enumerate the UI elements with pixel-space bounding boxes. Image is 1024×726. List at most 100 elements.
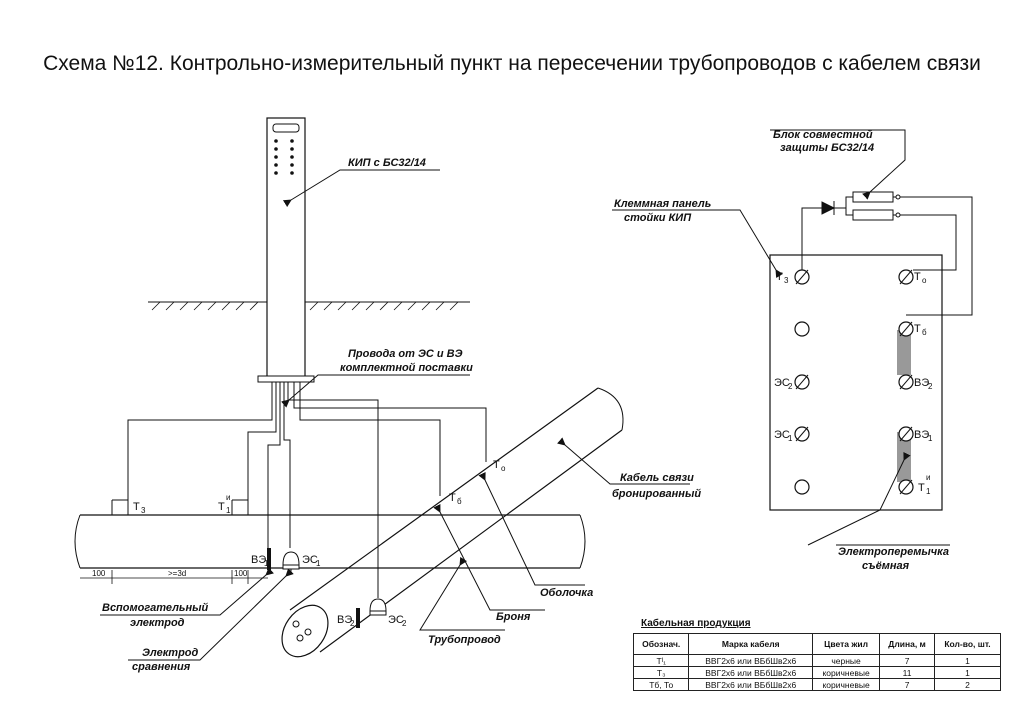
page-title: Схема №12. Контрольно-измерительный пунк… bbox=[43, 52, 981, 75]
dim-mid: >=3d bbox=[168, 569, 186, 578]
col-header: Обознач. bbox=[632, 633, 690, 655]
panel-ve2: ВЭ bbox=[914, 377, 929, 389]
svg-text:Электрод: Электрод bbox=[142, 647, 199, 659]
terminal-dots bbox=[274, 139, 294, 175]
cell: 7 bbox=[879, 678, 935, 691]
table-row: Тб, То ВВГ2х6 или ВБбШв2х6 коричневые 7 … bbox=[632, 678, 1002, 691]
mark-ve1: ВЭ bbox=[251, 554, 266, 566]
panel-to-sub: о bbox=[922, 276, 927, 285]
callout-pipeline: Трубопровод bbox=[419, 556, 505, 646]
svg-text:Трубопровод: Трубопровод bbox=[428, 634, 501, 646]
callout-kip: КИП с БС32/14 bbox=[282, 157, 440, 208]
cell: 1 bbox=[933, 654, 1002, 667]
dimension-line bbox=[80, 570, 268, 584]
wires bbox=[127, 382, 487, 598]
svg-text:Клеммная панель: Клеммная панель bbox=[614, 198, 711, 210]
svg-text:КИП с БС32/14: КИП с БС32/14 bbox=[348, 157, 426, 169]
pipeline-horizontal bbox=[74, 514, 586, 569]
svg-text:защиты БС32/14: защиты БС32/14 bbox=[780, 142, 874, 154]
panel-t1-sup: и bbox=[926, 473, 930, 482]
cell: 11 bbox=[879, 666, 935, 679]
mark-ve2-sub: 2 bbox=[350, 619, 355, 628]
svg-text:Провода от ЭС и ВЭ: Провода от ЭС и ВЭ bbox=[348, 348, 463, 360]
callout-wires: Провода от ЭС и ВЭ комплектной поставки bbox=[281, 348, 473, 408]
dim-right: 100 bbox=[234, 569, 248, 578]
callout-block: Блок совместной защиты БС32/14 bbox=[770, 129, 906, 200]
ground-line bbox=[148, 301, 470, 311]
col-header: Кол-во, шт. bbox=[933, 633, 1002, 655]
panel-es1: ЭС bbox=[774, 429, 790, 441]
svg-text:Кабель связи: Кабель связи bbox=[620, 472, 694, 484]
svg-text:Броня: Броня bbox=[496, 611, 531, 623]
panel-t1: Т bbox=[918, 482, 925, 494]
cell: Тб, То bbox=[632, 678, 690, 691]
electrode-ve2 bbox=[356, 608, 360, 628]
block-circuit bbox=[801, 191, 973, 316]
cell: Т₃ bbox=[632, 666, 690, 679]
panel-tb: Т bbox=[914, 323, 921, 335]
mark-t3-sub: 3 bbox=[141, 506, 146, 515]
col-header: Марка кабеля bbox=[688, 633, 813, 655]
mark-es2: ЭС bbox=[388, 614, 404, 626]
panel-ve2-sub: 2 bbox=[928, 382, 933, 391]
panel-t3-sub: 3 bbox=[784, 276, 789, 285]
dim-left: 100 bbox=[92, 569, 106, 578]
cell: 7 bbox=[879, 654, 935, 667]
panel-ve1: ВЭ bbox=[914, 429, 929, 441]
mark-t1-sub: 1 bbox=[226, 506, 231, 515]
cell: Тᴵ₁ bbox=[632, 654, 690, 667]
cell: 1 bbox=[933, 666, 1002, 679]
svg-text:стойки КИП: стойки КИП bbox=[624, 212, 692, 224]
mark-es1: ЭС bbox=[302, 554, 318, 566]
cable-diagonal bbox=[281, 387, 624, 658]
electrode-ve1 bbox=[267, 548, 271, 570]
mark-tb-sub: б bbox=[457, 497, 462, 506]
panel-to: Т bbox=[914, 271, 921, 283]
callout-sheath: Оболочка bbox=[478, 471, 593, 599]
cell: коричневые bbox=[811, 678, 881, 691]
panel-es2: ЭС bbox=[774, 377, 790, 389]
cell: ВВГ2х6 или ВБбШв2х6 bbox=[688, 654, 813, 667]
electrode-es2 bbox=[369, 598, 387, 616]
kip-post bbox=[257, 117, 315, 383]
svg-text:электрод: электрод bbox=[130, 617, 185, 629]
svg-text:Оболочка: Оболочка bbox=[540, 587, 593, 599]
table-row: Т₃ ВВГ2х6 или ВБбШв2х6 коричневые 11 1 bbox=[632, 666, 1002, 679]
terminal-panel bbox=[769, 254, 943, 511]
cable-table-title: Кабельная продукция bbox=[641, 618, 751, 629]
cell: коричневые bbox=[811, 666, 881, 679]
mark-ve2: ВЭ bbox=[337, 614, 352, 626]
panel-tb-sub: б bbox=[922, 328, 927, 337]
col-header: Цвета жил bbox=[811, 633, 881, 655]
panel-t3: Т bbox=[776, 271, 783, 283]
callout-armor: Броня bbox=[433, 503, 545, 623]
callout-aux: Вспомогательный электрод bbox=[100, 567, 274, 629]
mark-ve1-sub: 1 bbox=[264, 559, 269, 568]
electrode-es1 bbox=[282, 551, 300, 574]
callout-jumper: Электроперемычка съёмная bbox=[807, 451, 950, 572]
mark-es1-sub: 1 bbox=[316, 559, 321, 568]
table-row: Тᴵ₁ ВВГ2х6 или ВБбШв2х6 черные 7 1 bbox=[632, 654, 1002, 667]
svg-text:Электроперемычка: Электроперемычка bbox=[838, 546, 949, 558]
mark-t1: Т bbox=[218, 501, 225, 513]
cable-table: Кабельная продукция Обознач. Марка кабел… bbox=[632, 618, 1002, 691]
panel-es2-sub: 2 bbox=[788, 382, 793, 391]
callout-cable: Кабель связи бронированный bbox=[557, 437, 701, 500]
svg-text:бронированный: бронированный bbox=[612, 488, 701, 500]
panel-ve1-sub: 1 bbox=[928, 434, 933, 443]
mark-to: Т bbox=[493, 459, 500, 471]
svg-text:Вспомогательный: Вспомогательный bbox=[102, 602, 208, 614]
svg-text:комплектной поставки: комплектной поставки bbox=[340, 362, 473, 374]
svg-text:Блок совместной: Блок совместной bbox=[773, 129, 873, 141]
cell: ВВГ2х6 или ВБбШв2х6 bbox=[688, 666, 813, 679]
mark-tb: Т bbox=[449, 492, 456, 504]
mark-to-sub: о bbox=[501, 464, 506, 473]
cable-table-grid: Обознач. Марка кабеля Цвета жил Длина, м… bbox=[632, 633, 1002, 691]
cell: черные bbox=[811, 654, 881, 667]
panel-es1-sub: 1 bbox=[788, 434, 793, 443]
callout-ref: Электрод сравнения bbox=[128, 568, 294, 673]
callout-terminal-panel: Клеммная панель стойки КИП bbox=[612, 198, 784, 279]
svg-text:сравнения: сравнения bbox=[132, 661, 191, 673]
mark-t1-sup: и bbox=[226, 493, 230, 502]
